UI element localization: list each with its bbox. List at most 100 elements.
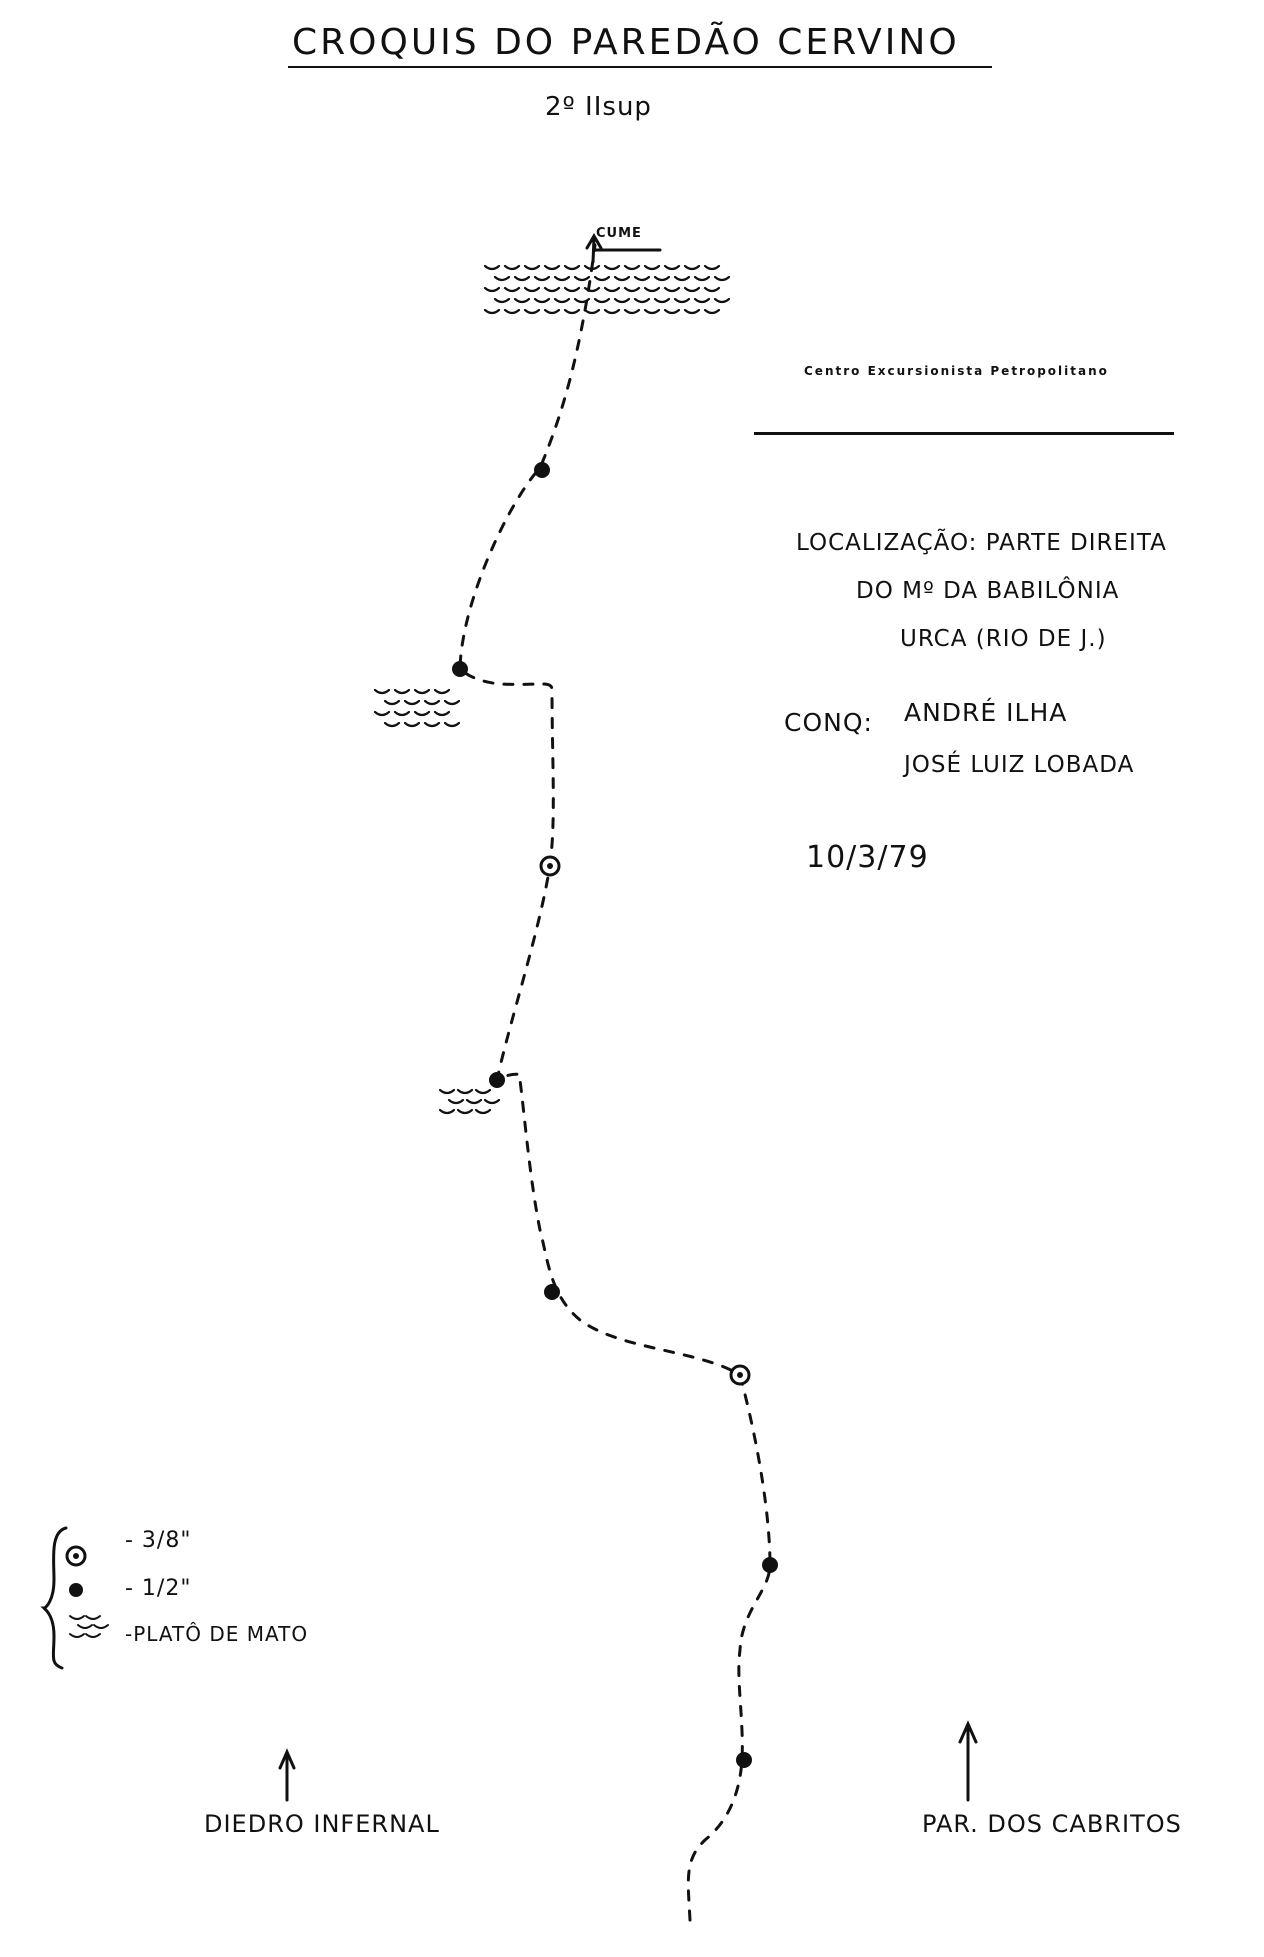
grass-tuft [403, 699, 421, 706]
grass-tuft [673, 297, 691, 304]
grass-tuft [483, 264, 501, 271]
grass-tuft [93, 1624, 109, 1629]
grass-tuft [465, 1098, 483, 1105]
grass-tuft [85, 1615, 101, 1620]
grass-tuft [663, 264, 681, 271]
grass-tuft [523, 308, 541, 315]
grass-tuft [533, 275, 551, 282]
grass-tuft [474, 1088, 492, 1095]
grass-tuft [413, 688, 431, 695]
grass-tuft [553, 275, 571, 282]
grass-tuft [613, 297, 631, 304]
grass-tuft [603, 264, 621, 271]
grass-tuft [643, 286, 661, 293]
grass-tuft [523, 286, 541, 293]
grass-tuft [623, 308, 641, 315]
grass-tuft [438, 1088, 456, 1095]
mid-grass-plateau [373, 688, 461, 728]
route-grade: 2º IIsup [545, 92, 652, 122]
summit-label: CUME [596, 226, 642, 241]
legend-ring-bolt-icon [65, 1545, 87, 1567]
grass-tuft [393, 710, 411, 717]
ring-bolt-center [737, 1372, 743, 1378]
grass-tuft [85, 1633, 101, 1638]
solid-bolt-icon [534, 462, 550, 478]
grass-tuft [533, 297, 551, 304]
grass-tuft [663, 308, 681, 315]
lower-grass-plateau [438, 1088, 501, 1115]
solid-bolt-icon [736, 1752, 752, 1768]
grass-tuft [393, 688, 411, 695]
legend-plateau-label: -PLATÔ DE MATO [125, 1622, 309, 1646]
solid-bolt-icon [762, 1557, 778, 1573]
solid-bolt-icon [489, 1072, 505, 1088]
grass-tuft [69, 1615, 85, 1620]
grass-tuft [438, 1108, 456, 1115]
grass-tuft [493, 297, 511, 304]
legend-solid-bolt-label: - 1/2" [125, 1576, 192, 1601]
arrow-up-icon [278, 1748, 296, 1802]
grass-tuft [523, 264, 541, 271]
grass-tuft [623, 264, 641, 271]
grass-tuft [513, 275, 531, 282]
grass-tuft [483, 286, 501, 293]
grass-tuft [603, 286, 621, 293]
grass-tuft [373, 688, 391, 695]
grass-tuft [653, 275, 671, 282]
legend-brace [40, 1526, 68, 1670]
grass-tuft [433, 688, 451, 695]
climber-name: JOSÉ LUIZ LOBADA [904, 752, 1135, 778]
grass-tuft [623, 286, 641, 293]
solid-bolt-icon [544, 1284, 560, 1300]
grass-tuft [593, 275, 611, 282]
grass-tuft [503, 308, 521, 315]
bolt-markers [452, 462, 778, 1768]
grass-tuft [583, 308, 601, 315]
grass-tuft [643, 308, 661, 315]
grass-tuft [563, 264, 581, 271]
grass-tuft [383, 699, 401, 706]
grass-tuft [403, 721, 421, 728]
grass-tuft [703, 264, 721, 271]
grass-tuft [483, 1098, 501, 1105]
grass-tuft [373, 710, 391, 717]
grass-tuft [703, 308, 721, 315]
grass-tuft [683, 286, 701, 293]
grass-tuft [423, 699, 441, 706]
grass-tuft [456, 1088, 474, 1095]
grass-tuft [413, 710, 431, 717]
grass-tuft [69, 1633, 85, 1638]
grass-tuft [593, 297, 611, 304]
left-route-label: DIEDRO INFERNAL [204, 1810, 440, 1838]
grass-tuft [543, 286, 561, 293]
grass-tuft [613, 275, 631, 282]
grass-tuft [673, 275, 691, 282]
grass-tuft [553, 297, 571, 304]
grass-tuft [77, 1624, 93, 1629]
grass-tuft [633, 275, 651, 282]
summit-grass-plateau [483, 264, 731, 315]
climber-name: ANDRÉ ILHA [904, 698, 1068, 727]
grass-tuft [563, 308, 581, 315]
title-underline [288, 66, 992, 68]
grass-tuft [703, 286, 721, 293]
grass-tuft [633, 297, 651, 304]
legend-ring-bolt-label: - 3/8" [125, 1528, 192, 1553]
grass-tuft [493, 275, 511, 282]
stamp-divider [754, 432, 1174, 435]
grass-tuft [583, 286, 601, 293]
grass-tuft [713, 275, 731, 282]
grass-tuft [503, 286, 521, 293]
summit-arrow-icon [585, 233, 662, 264]
grass-tuft [456, 1108, 474, 1115]
location-line-2: DO Mº DA BABILÔNIA [856, 578, 1120, 604]
grass-tuft [543, 264, 561, 271]
page-title: CROQUIS DO PAREDÃO CERVINO [292, 22, 960, 63]
grass-tuft [683, 264, 701, 271]
ring-bolt-center [547, 863, 553, 869]
grass-tuft [693, 275, 711, 282]
conquest-date: 10/3/79 [806, 840, 929, 875]
conquest-label: CONQ: [784, 708, 873, 737]
location-line-3: URCA (RIO DE J.) [900, 626, 1107, 652]
grass-tuft [663, 286, 681, 293]
